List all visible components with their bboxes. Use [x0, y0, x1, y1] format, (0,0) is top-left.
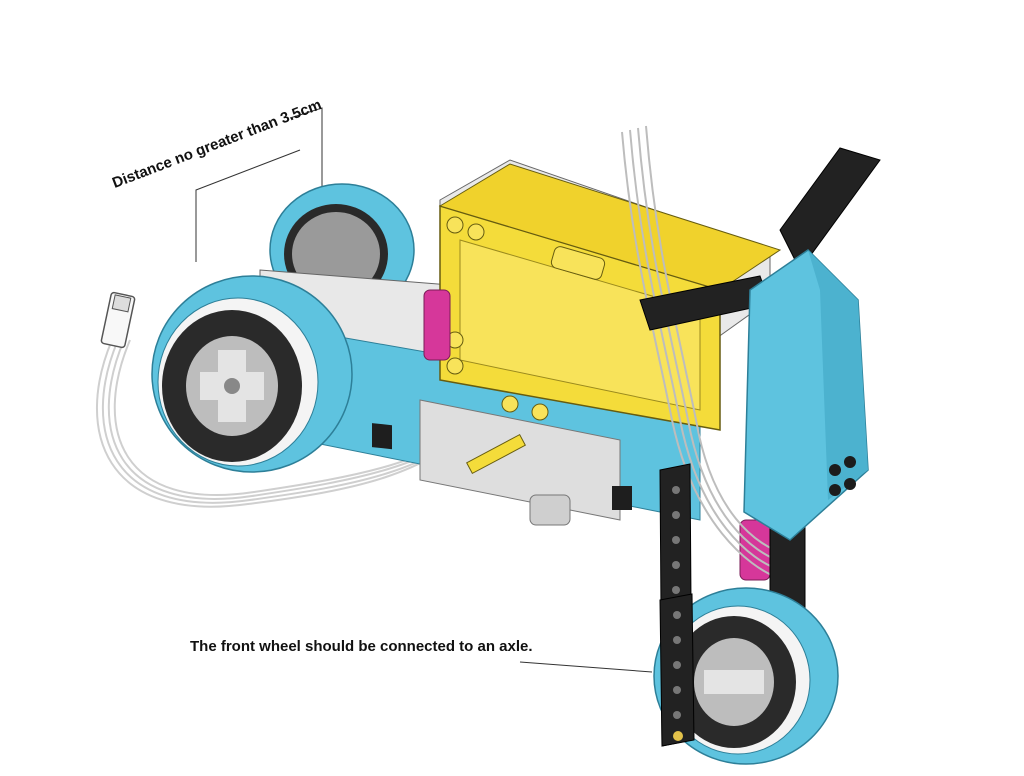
distance-dimension-lines — [195, 107, 323, 262]
sensor-cover — [743, 249, 869, 541]
axle — [466, 433, 526, 475]
motor — [423, 289, 771, 581]
front-left-wheel — [151, 275, 353, 473]
cable-connector — [100, 291, 136, 349]
hub-cable — [621, 125, 787, 579]
front-wheel — [653, 587, 839, 765]
axle-pointer-line — [519, 661, 653, 673]
axle-callout: The front wheel should be connected to a… — [190, 638, 533, 655]
